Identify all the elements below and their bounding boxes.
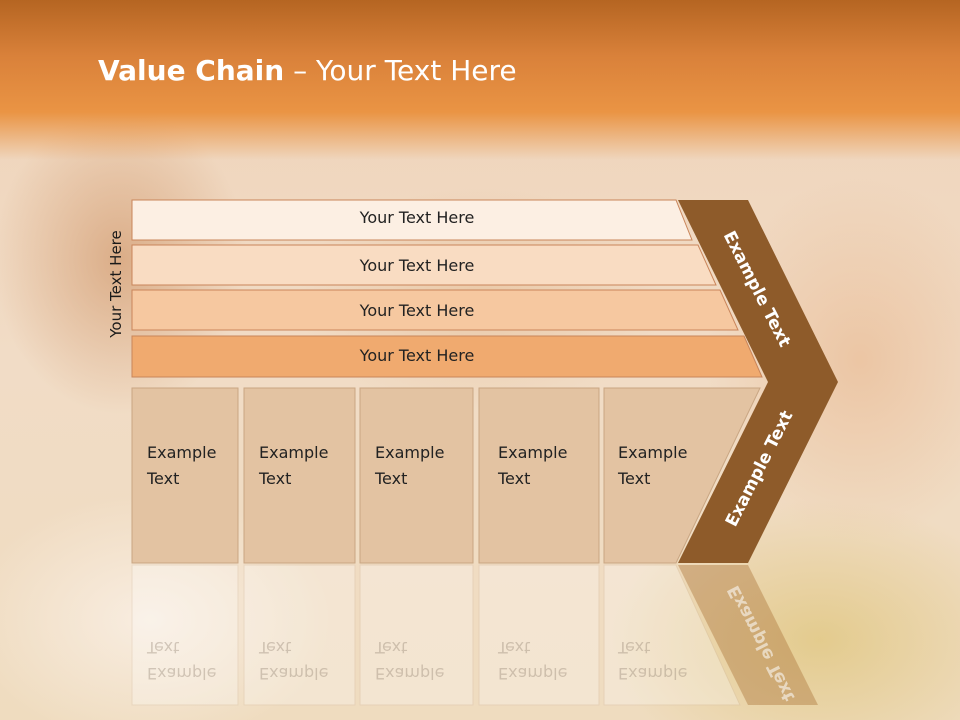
column-5[interactable] [603,387,761,564]
bar-2-label: Your Text Here [359,256,475,275]
slide-title: Value Chain – Your Text Here [98,54,517,87]
bar-4[interactable] [131,335,763,378]
bar-1[interactable] [131,199,693,241]
column-3[interactable] [359,387,474,564]
column-1[interactable] [131,387,239,564]
header-band [0,0,960,160]
bar-4-label: Your Text Here [359,346,475,365]
chevron-reflection [678,565,818,705]
chevron-arrow[interactable] [678,200,838,563]
bar-2[interactable] [131,244,717,286]
reflection [131,564,741,706]
title-bold: Value Chain [98,54,285,87]
column-2[interactable] [243,387,356,564]
column-4[interactable] [478,387,600,564]
bar-3-label: Your Text Here [359,301,475,320]
bar-3[interactable] [131,289,739,331]
title-rest: – Your Text Here [284,54,517,87]
bar-1-label: Your Text Here [359,208,475,227]
